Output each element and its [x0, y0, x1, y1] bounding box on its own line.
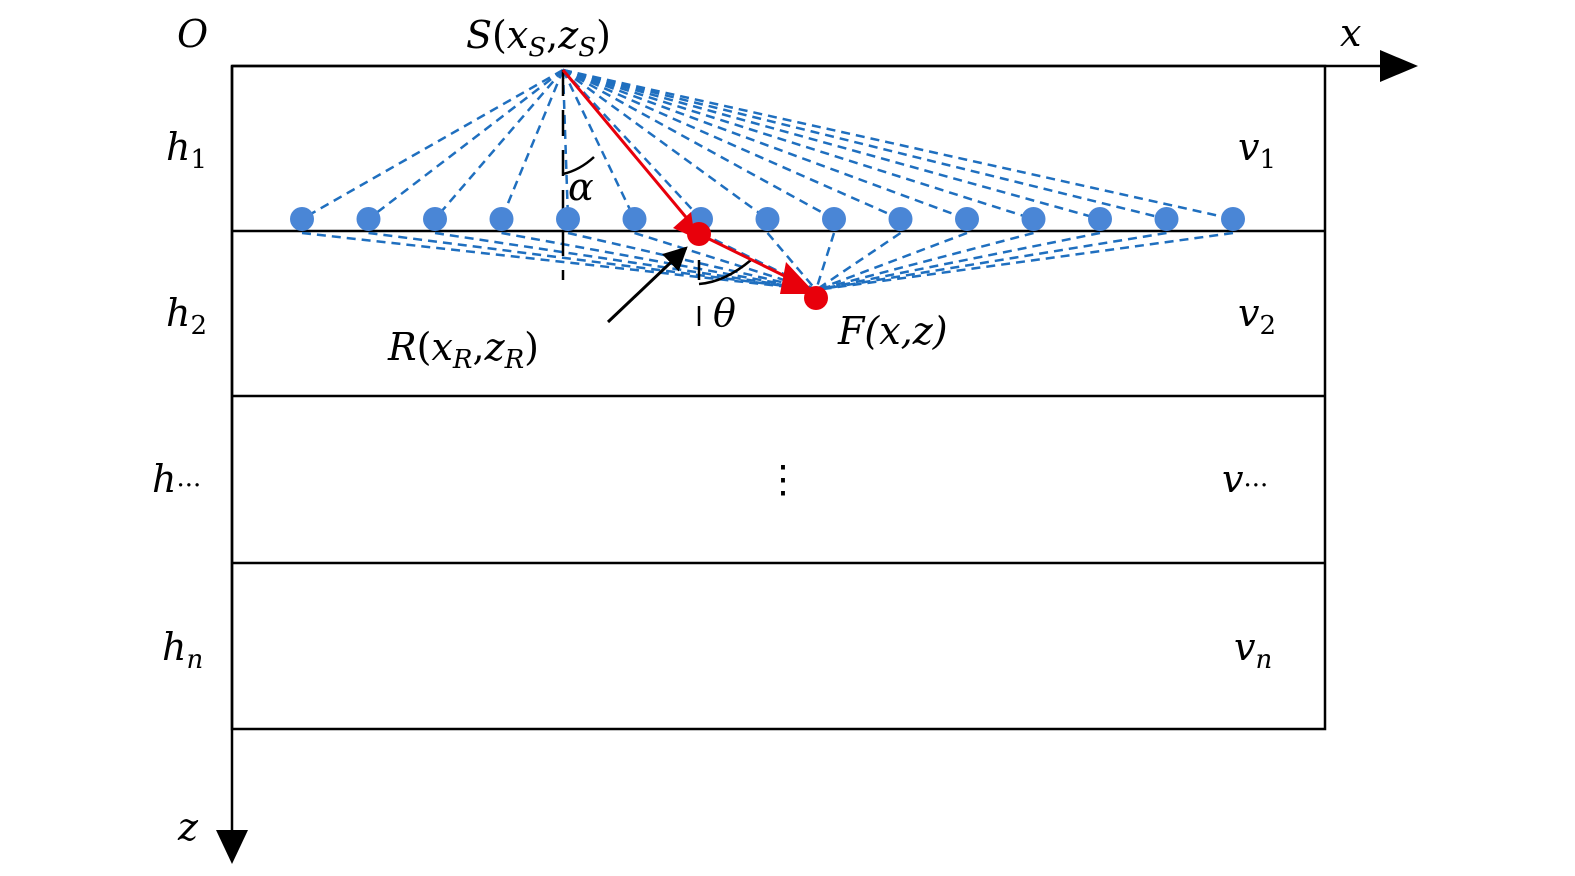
ray-incident — [561, 69, 692, 223]
dashed-ray-fan — [301, 68, 1234, 292]
layer-n-thickness: hn — [162, 625, 203, 675]
origin-label: O — [177, 12, 208, 56]
layer-1-thickness: h1 — [166, 125, 207, 175]
alpha-label: α — [568, 165, 594, 209]
ray-source-to-receiver — [562, 68, 1034, 221]
ray-source-to-receiver — [562, 68, 902, 221]
target-point-label: F(x,z) — [837, 309, 948, 353]
z-axis-arrowhead — [216, 830, 248, 864]
receiver-dot — [489, 207, 514, 231]
layer-boxes — [230, 64, 1327, 731]
r-pointer-arrow — [606, 246, 688, 324]
ray-source-to-receiver — [561, 69, 636, 220]
ray-source-to-receiver — [562, 68, 1234, 221]
ray-receiver-to-target — [815, 231, 1034, 292]
ray-source-to-receiver — [562, 68, 769, 221]
receiver-dot — [1088, 207, 1112, 231]
receiver-dot — [356, 207, 381, 231]
receiver-dot — [423, 207, 447, 231]
ray-source-to-receiver — [561, 69, 570, 220]
ray-receiver-to-target — [301, 231, 817, 292]
ray-receiver-to-target — [814, 232, 836, 291]
ray-source-to-receiver — [301, 68, 564, 221]
ray-source-to-receiver — [562, 68, 1167, 221]
receiver-dot — [290, 207, 314, 231]
ray-source-to-receiver — [562, 69, 702, 220]
receiver-dot — [755, 207, 780, 231]
ray-receiver-to-target — [368, 231, 817, 292]
ray-refracted-arrowhead — [780, 262, 816, 294]
layer-1-velocity: v1 — [1238, 125, 1276, 175]
refraction-point-label: R(xR,zR) — [387, 325, 539, 375]
layer-2-velocity: v2 — [1238, 291, 1276, 341]
vertical-ellipsis: ⋮ — [764, 457, 802, 501]
theta-label: θ — [713, 291, 736, 335]
receiver-dot — [822, 207, 846, 231]
ray-receiver-to-target — [815, 231, 1101, 292]
layer-2-thickness: h2 — [166, 291, 207, 341]
axes: O x z — [177, 11, 1418, 864]
layer-velocity-labels: v1 v2 v··· vn — [1222, 125, 1276, 675]
receiver-dot — [622, 207, 647, 231]
ray-source-to-receiver — [500, 69, 565, 220]
ray-source-to-receiver — [367, 69, 564, 220]
receiver-dot — [955, 207, 979, 231]
ray-receiver-to-target — [501, 231, 817, 292]
receiver-dot — [888, 207, 913, 231]
refraction-point — [687, 222, 711, 246]
receiver-dot — [556, 207, 580, 231]
ray-receiver-to-target — [434, 231, 817, 292]
x-axis-arrowhead — [1380, 50, 1418, 82]
alpha-arc — [562, 156, 595, 176]
layer-thickness-labels: h1 h2 h··· hn — [152, 125, 207, 675]
x-axis-label: x — [1340, 11, 1361, 55]
ray-receiver-to-target — [815, 231, 968, 292]
receiver-dot — [1221, 207, 1245, 231]
z-axis-label: z — [177, 805, 199, 849]
layer-mid-velocity: v··· — [1222, 457, 1268, 501]
model-outline — [230, 64, 1327, 731]
ray-receiver-to-target — [766, 232, 817, 291]
ray-receiver-to-target — [815, 231, 902, 292]
theta-arc — [698, 259, 752, 286]
ray-source-to-receiver — [562, 68, 835, 221]
target-point — [804, 286, 828, 310]
ray-source-to-receiver — [562, 68, 1101, 221]
ray-receiver-to-target — [567, 231, 817, 292]
normals — [561, 70, 701, 340]
ray-source-to-receiver — [434, 69, 564, 220]
ray-path — [561, 69, 828, 310]
layer-n-velocity: vn — [1234, 625, 1272, 675]
receiver-dots — [290, 207, 1245, 231]
receiver-dot — [1021, 207, 1046, 231]
ray-receiver-to-target — [815, 231, 1234, 292]
source-label: S(xS,zS) — [466, 13, 611, 63]
ray-receiver-to-target — [815, 231, 1167, 292]
receiver-dot — [1154, 207, 1179, 231]
layer-mid-thickness: h··· — [152, 457, 201, 501]
ray-source-to-receiver — [562, 68, 968, 221]
